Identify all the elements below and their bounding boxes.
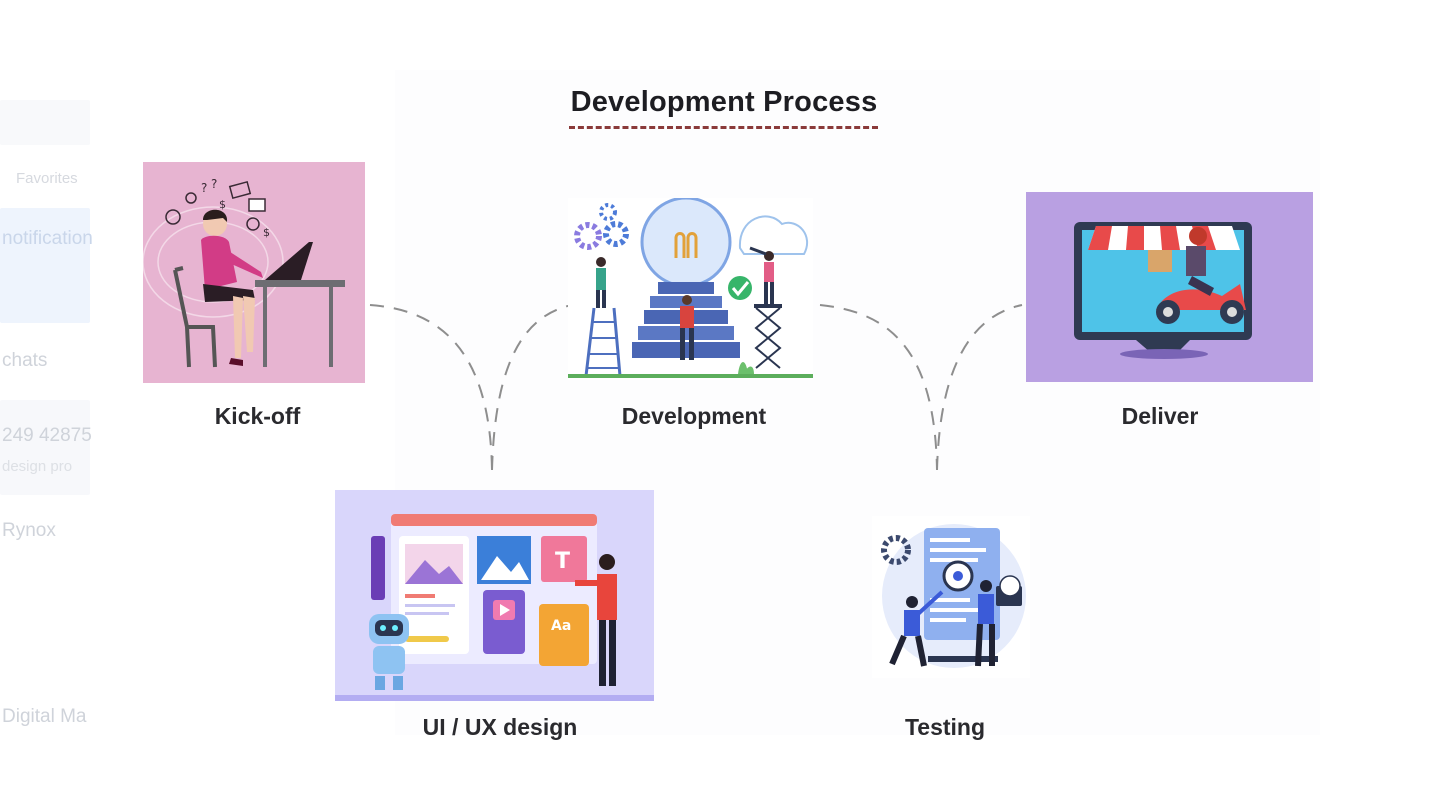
ghost-block <box>0 208 90 323</box>
svg-text:?: ? <box>211 177 217 191</box>
step-label-development: Development <box>621 403 767 429</box>
svg-text:$: $ <box>263 226 270 239</box>
connector-testing-deliver <box>936 304 1023 471</box>
deliver-illustration <box>1026 192 1313 382</box>
svg-text:T: T <box>555 549 570 574</box>
ghost-text: design pro <box>2 458 73 475</box>
diagram-title: Development Process <box>570 86 878 118</box>
step-label-testing: Testing <box>904 714 986 740</box>
testing-illustration <box>872 516 1030 678</box>
step-label-kickoff: Kick-off <box>214 403 301 429</box>
svg-text:?: ? <box>201 181 207 195</box>
step-label-deliver: Deliver <box>1121 403 1199 429</box>
ghost-block <box>0 400 90 495</box>
ghost-text: notification <box>2 228 93 249</box>
ghost-text: 249 42875 <box>2 425 92 446</box>
development-illustration <box>568 198 813 380</box>
background-ghost-sidebar: Favorites notification chats 249 42875 d… <box>0 100 93 740</box>
connector-kickoff-uiux <box>369 304 493 471</box>
svg-text:$: $ <box>219 198 226 211</box>
svg-text:Aa: Aa <box>551 618 571 634</box>
ghost-text: Digital Ma <box>2 706 87 727</box>
title-underline <box>569 126 878 129</box>
ghost-block <box>0 100 90 145</box>
ghost-text: chats <box>2 350 48 371</box>
ghost-text: Rynox <box>2 520 56 541</box>
kickoff-illustration: ? $ $ ? <box>143 162 365 383</box>
connector-uiux-development <box>491 304 573 471</box>
uiux-illustration: T Aa <box>335 490 654 701</box>
step-label-uiux: UI / UX design <box>422 714 578 740</box>
connector-development-testing <box>819 304 938 471</box>
ghost-text: Favorites <box>16 170 78 187</box>
